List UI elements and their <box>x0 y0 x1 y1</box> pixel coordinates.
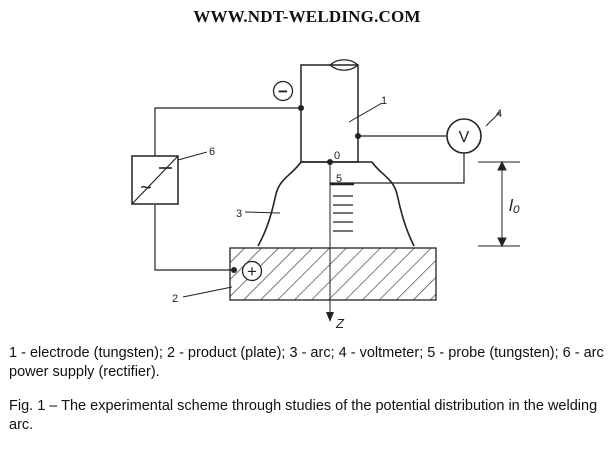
arc-length-label: l₀ <box>509 196 520 215</box>
minus-symbol: − <box>278 82 288 101</box>
callout-3: 3 <box>236 208 242 220</box>
callout-5: 5 <box>336 173 342 185</box>
callout-2: 2 <box>172 293 178 305</box>
z-axis <box>326 162 334 322</box>
callout-6: 6 <box>209 146 215 158</box>
origin-label: 0 <box>334 150 340 162</box>
voltmeter-symbol: V <box>459 129 470 146</box>
electrode <box>300 59 372 163</box>
power-supply-box <box>131 155 179 205</box>
probe-scale <box>330 182 354 232</box>
minus-terminal <box>272 80 294 102</box>
legend-caption: 1 - electrode (tungsten); 2 - product (p… <box>9 345 604 380</box>
figure-caption: Fig. 1 – The experimental scheme through… <box>9 398 598 433</box>
junction-dots <box>231 105 361 273</box>
welding-arc-diagram: ~ − + V l₀ 1 4 6 3 2 5 0 Z <box>131 59 520 331</box>
callout-1: 1 <box>381 95 387 107</box>
z-axis-label: Z <box>335 316 345 331</box>
supply-wiring <box>154 107 301 271</box>
leader-lines <box>177 102 501 298</box>
plus-symbol: + <box>247 262 257 281</box>
plus-terminal <box>241 260 263 282</box>
voltmeter-wiring <box>330 135 465 184</box>
arc-length-dimension <box>478 160 520 248</box>
site-header: WWW.NDT-WELDING.COM <box>193 7 421 26</box>
ac-symbol: ~ <box>140 177 152 199</box>
product-plate <box>229 247 437 301</box>
callout-4: 4 <box>496 108 502 120</box>
voltmeter-icon <box>446 118 482 154</box>
arc-outline <box>257 161 415 247</box>
